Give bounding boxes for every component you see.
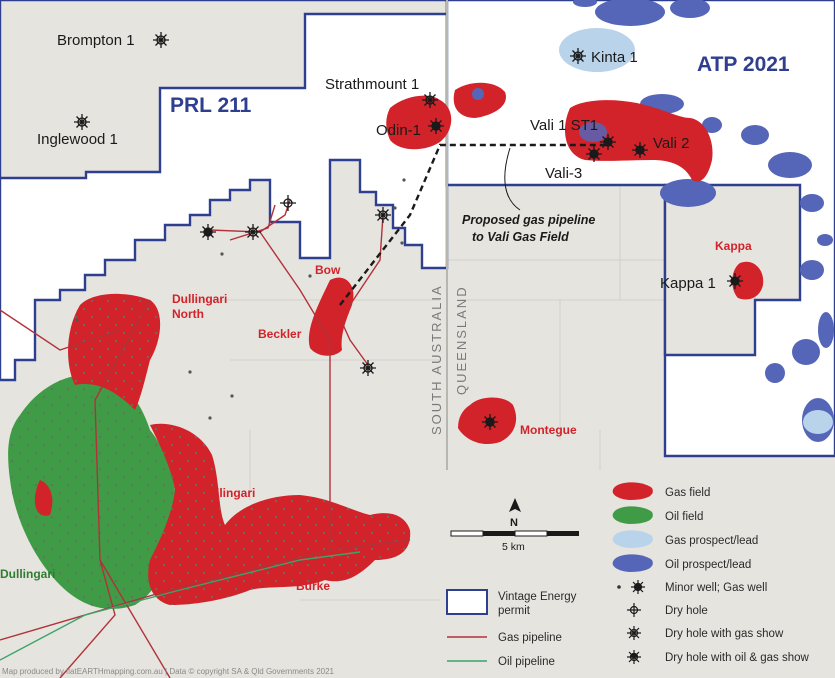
vali3-label: Vali-3 (545, 165, 582, 182)
vali-gas-field[interactable] (565, 100, 713, 182)
pipeline-annotation-line1: Proposed gas pipeline (462, 213, 595, 227)
scale-distance-label: 5 km (502, 541, 525, 553)
dry-hole-icon (627, 603, 641, 617)
vali-st1-label: Vali 1 ST1 (530, 117, 598, 134)
prl-211-label: PRL 211 (170, 94, 252, 117)
oil-pipeline (0, 551, 361, 661)
vali3-well-icon (586, 146, 602, 162)
queensland-label: QUEENSLAND (454, 285, 469, 395)
map-credit: Map produced by flatEARTHmapping.com.au … (2, 667, 335, 676)
legend-dry-hole-gas: Dry hole with gas show (665, 628, 784, 640)
vintage-permit-areas (0, 0, 835, 458)
montegue-well-icon (482, 414, 498, 430)
odin-gas-field[interactable] (386, 95, 452, 150)
strathmount-well-icon (422, 92, 438, 108)
scale-bar: 5 km (450, 530, 579, 553)
minor-well-icon (617, 585, 621, 589)
kappa-block (663, 183, 802, 357)
odin-label: Odin-1 (376, 122, 421, 139)
montegue-field-label: Montegue (520, 423, 577, 437)
north-label: N (510, 517, 518, 529)
annotation-pointer (504, 147, 521, 211)
dullingari-oil-label: Dullingari (0, 567, 55, 581)
gas-pipelines (0, 199, 411, 678)
legend-minor-well: Minor well; Gas well (665, 582, 767, 594)
inglewood-dry-hole-icon (74, 114, 90, 130)
kinta-label: Kinta 1 (591, 49, 638, 66)
legend-oil-prospect: Oil prospect/lead (665, 559, 751, 571)
bow-field-label: Bow (315, 263, 341, 277)
beckler-field-label: Beckler (258, 327, 302, 341)
legend-permit-line1: Vintage Energy (498, 591, 577, 603)
kappa1-label: Kappa 1 (660, 275, 716, 292)
odin-oil-prospect (472, 88, 484, 100)
legend-permit-swatch (446, 589, 488, 615)
legend-gas-prospect: Gas prospect/lead (665, 535, 758, 547)
brompton-label: Brompton 1 (57, 32, 135, 49)
gas-well-icon (631, 580, 645, 594)
legend-oil-prospect-swatch (612, 554, 653, 572)
dry-hole-gas-icon-1 (200, 224, 216, 240)
dry-hole-gas-show-icon (627, 626, 641, 640)
oil-field-wells (8, 374, 177, 609)
legend-permit-line2: permit (498, 605, 531, 617)
pipeline-annotation-line2: to Vali Gas Field (472, 230, 569, 244)
legend-gas-pipeline: Gas pipeline (498, 632, 562, 644)
kappa-gas-field[interactable] (732, 261, 764, 300)
beckler-gas-field[interactable] (308, 277, 354, 356)
north-arrow-icon: N (509, 498, 521, 529)
odin-well-icon (428, 118, 444, 134)
vali-oil-prospect (579, 122, 607, 142)
legend-dry-hole: Dry hole (665, 605, 708, 617)
well-symbols (74, 32, 743, 430)
legend-gas-field: Gas field (665, 487, 710, 499)
minor-wells (75, 178, 406, 420)
legend-oil-pipeline: Oil pipeline (498, 656, 555, 668)
south-australia-label: SOUTH AUSTRALIA (429, 284, 444, 435)
dullingari-north-label-2: North (172, 307, 204, 321)
dry-hole-gas-icon-5 (360, 360, 376, 376)
burke-field-label: Burke (296, 579, 330, 593)
dullingari-field-label: Dullingari (200, 486, 255, 500)
vali2-label: Vali 2 (653, 135, 689, 152)
inglewood-label: Inglewood 1 (37, 131, 118, 148)
legend-oil-field-swatch (612, 506, 653, 524)
legend-gas-field-swatch (612, 482, 653, 500)
dry-hole-gas-icon-2 (245, 224, 261, 240)
legend-right: Gas field Oil field Gas prospect/lead Oi… (612, 482, 810, 664)
proposed-gas-pipeline[interactable] (339, 143, 610, 306)
vali-st1-well-icon (600, 134, 616, 150)
strathmount-label: Strathmount 1 (325, 76, 419, 93)
vali2-well-icon (632, 142, 648, 158)
legend-left: Vintage Energy permit Gas pipeline Oil p… (446, 589, 577, 668)
legend-dry-hole-oil-gas: Dry hole with oil & gas show (665, 652, 810, 664)
dry-hole-oil-gas-show-icon (627, 650, 641, 664)
dullingari-north-label-1: Dullingari (172, 292, 227, 306)
kinta-dry-hole-icon (570, 48, 586, 64)
dry-hole-gas-icon-4 (375, 207, 391, 223)
kappa-field-label: Kappa (715, 239, 752, 253)
legend-gas-prospect-swatch (612, 530, 653, 548)
brompton-dry-hole-icon (153, 32, 169, 48)
kappa1-well-icon (727, 273, 743, 289)
dry-hole-icon-3 (280, 195, 296, 211)
atp-2021-label: ATP 2021 (697, 53, 790, 76)
legend-oil-field: Oil field (665, 511, 703, 523)
